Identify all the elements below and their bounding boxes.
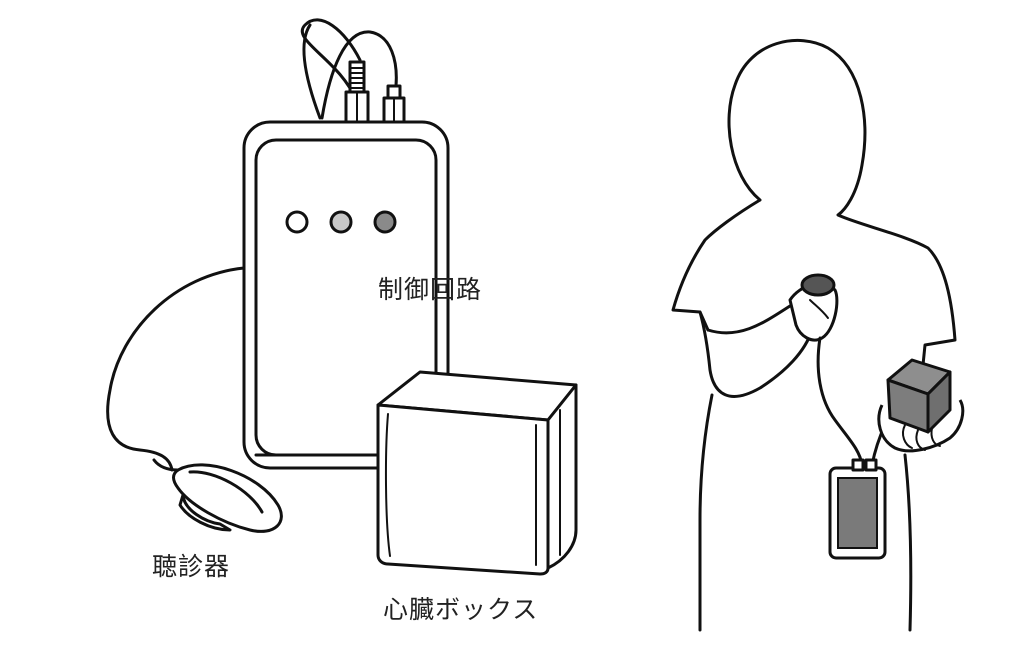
indicator-light-1 [285, 210, 309, 234]
small-heart-box [886, 358, 952, 434]
control-circuit-box [242, 120, 450, 470]
stethoscope-cable [816, 336, 864, 467]
stethoscope-tube [106, 266, 246, 472]
heart-box-cube [376, 370, 578, 576]
label-control-circuit: 制御回路 [378, 275, 483, 304]
top-cables [300, 18, 398, 120]
cable-connector-left [344, 60, 370, 130]
person-hand-stethoscope [788, 273, 839, 342]
label-heart-box: 心臓ボックス [383, 595, 539, 624]
stethoscope-chestpiece [152, 458, 283, 533]
label-stethoscope: 聴診器 [152, 552, 231, 581]
smartphone-screen [837, 477, 878, 549]
smartphone [828, 458, 887, 560]
person-silhouette [671, 38, 957, 632]
indicator-light-3 [373, 210, 397, 234]
person-arm [698, 304, 814, 398]
indicator-light-2 [329, 210, 353, 234]
